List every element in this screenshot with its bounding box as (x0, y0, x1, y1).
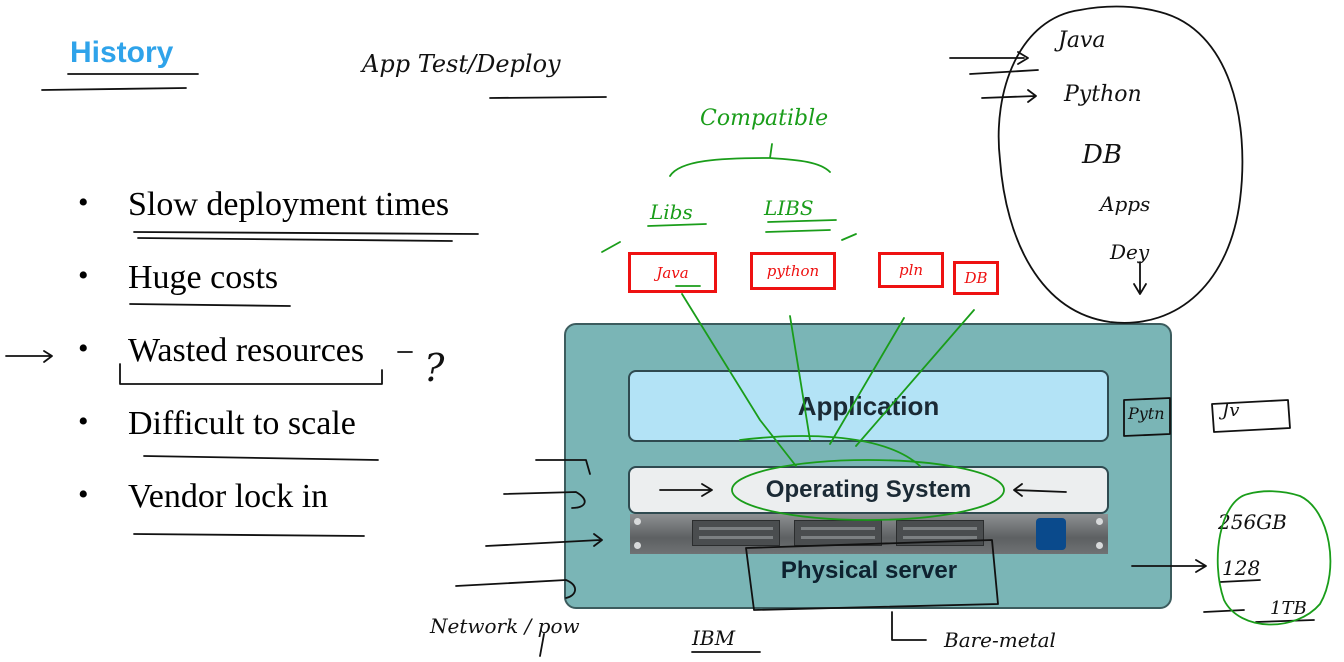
circle-item-python: Python (1064, 82, 1142, 107)
languages-circle (997, 5, 1244, 324)
bullet-marker: • (78, 259, 89, 292)
bullet-underline-costs (129, 303, 291, 307)
bullet-bracket-wasted (119, 351, 413, 385)
libs-underline (647, 219, 837, 233)
circle-item-dey: Dey (1110, 240, 1150, 264)
bullet-arrow-wasted (5, 350, 53, 363)
left-arrow-2 (503, 491, 586, 509)
question-mark: ? (424, 346, 445, 390)
right-box-python-note: Pytn (1128, 404, 1165, 423)
right-box-java-note: Jv (1222, 400, 1240, 421)
screw-icon (634, 518, 641, 525)
pln-link-line (829, 317, 905, 445)
drive-bay-icon (794, 520, 882, 546)
screw-icon (1096, 518, 1103, 525)
python-box: python (750, 252, 836, 290)
deploy-underline (489, 96, 607, 99)
bullet-text-difficult-to-scale: Difficult to scale (128, 405, 356, 442)
list-item: • Wasted resources (78, 332, 449, 405)
os-inner-arrow-left (659, 483, 713, 497)
network-power-note: Network / pow (430, 614, 580, 638)
left-arrow-4 (455, 579, 576, 599)
operating-system-label: Operating System (765, 476, 972, 503)
bullet-text-vendor-lock-in: Vendor lock in (128, 478, 329, 515)
db-box: DB (953, 261, 999, 295)
screw-icon (634, 542, 641, 549)
application-label: Application (797, 390, 940, 421)
title-underline (41, 73, 199, 91)
circle-down-arrow (1133, 261, 1147, 295)
bullet-marker: • (78, 478, 89, 511)
bullet-text-huge-costs: Huge costs (128, 259, 279, 296)
bullet-marker: • (78, 405, 89, 438)
circle-item-db: DB (1082, 140, 1122, 170)
list-item: • Huge costs (78, 259, 449, 332)
list-item: • Difficult to scale (78, 405, 449, 478)
list-item: • Slow deployment times (78, 186, 449, 259)
physical-server-label: Physical server (780, 557, 958, 584)
app-test-deploy-note: App Test/Deploy (362, 50, 561, 78)
bare-metal-note: Bare-metal (944, 628, 1056, 652)
libs-arrows (601, 233, 857, 253)
compatible-note: Compatible (700, 106, 829, 131)
circle-item-java: Java (1058, 28, 1106, 53)
right-arrow-storage (1131, 559, 1207, 573)
right-box-java (1211, 399, 1291, 433)
screw-icon (1096, 542, 1103, 549)
bullet-underline-vendor (133, 533, 365, 537)
pln-box: pln (878, 252, 944, 288)
bullet-marker: • (78, 332, 89, 365)
circle-arrows (949, 51, 1039, 103)
java-link-line (681, 293, 797, 467)
bullet-marker: • (78, 186, 89, 219)
os-highlight-ellipse (731, 459, 1005, 521)
ibm-note: IBM (692, 626, 736, 650)
bare-metal-bracket (891, 611, 927, 641)
python-link-line (789, 315, 811, 441)
storage-1tb-note: 1TB (1270, 598, 1307, 619)
bullet-underline-slow (133, 231, 479, 242)
os-inner-arrow-right (1013, 483, 1067, 497)
connector-arc (739, 435, 921, 467)
bullet-text-wasted-resources: Wasted resources (128, 332, 365, 369)
compatible-brace (669, 143, 831, 177)
network-underline (539, 633, 545, 657)
bullet-list: • Slow deployment times • Huge costs • Wast… (78, 186, 449, 551)
right-box-python (1123, 397, 1171, 437)
server-hardware-chassis (630, 514, 1108, 554)
bullet-text-slow-deployment: Slow deployment times (128, 186, 450, 223)
storage-underline (1203, 579, 1315, 623)
libs-note-1: Libs (650, 200, 693, 224)
storage-128-note: 128 (1222, 556, 1261, 580)
left-arrow-3 (485, 533, 603, 547)
db-link-line (855, 309, 975, 447)
java-box: Java (628, 252, 717, 293)
page-title: History (70, 36, 174, 69)
server-label-box (745, 539, 999, 611)
power-indicator-icon (1036, 518, 1066, 550)
application-layer: Application (628, 370, 1109, 442)
drive-bay-icon (692, 520, 780, 546)
list-item: • Vendor lock in (78, 478, 449, 551)
left-arrow-1 (535, 459, 591, 475)
circle-item-apps: Apps (1100, 192, 1151, 216)
bullet-underline-scale (143, 455, 379, 461)
storage-circle (1216, 490, 1332, 626)
libs-note-2: LIBS (764, 196, 814, 220)
storage-256gb-note: 256GB (1218, 510, 1287, 534)
